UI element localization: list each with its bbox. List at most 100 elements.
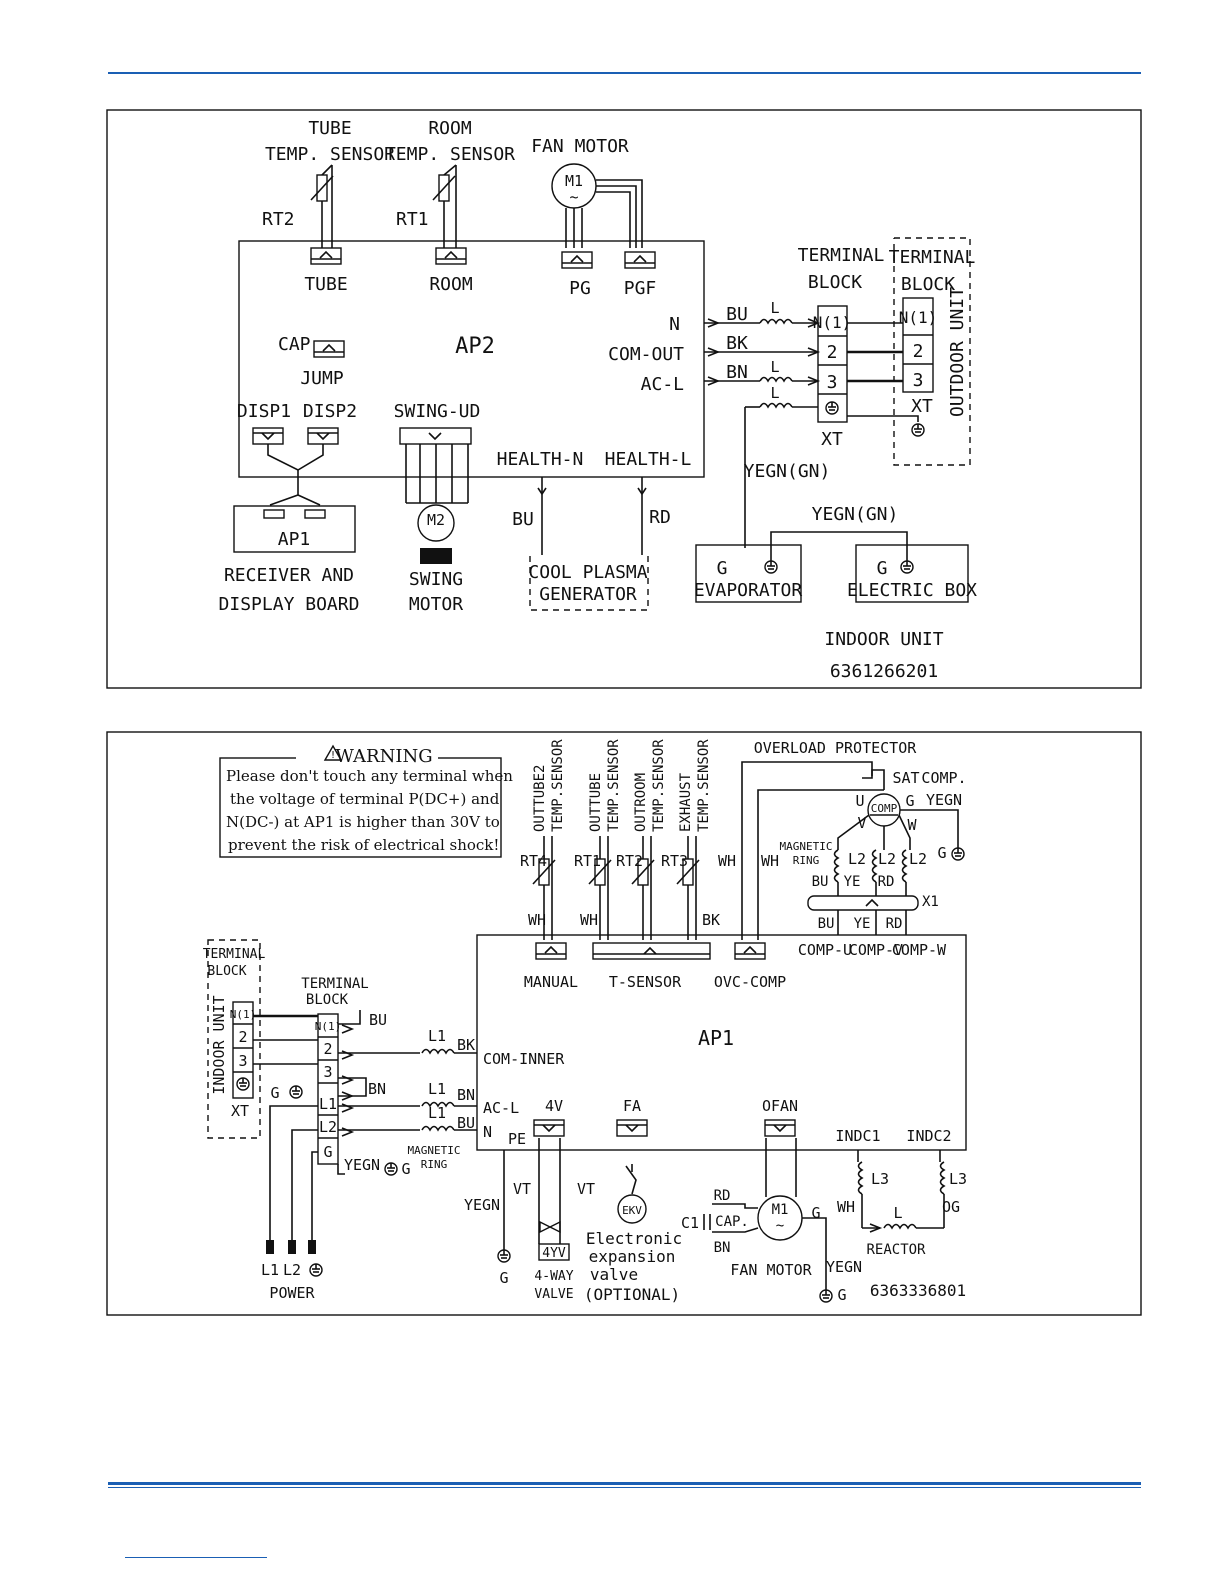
ap1-board: MANUAL T-SENSOR OVC-COMP COMP-U COMP-V C…: [476, 934, 967, 1151]
compressor: COMP U G V W G MAGNETIC RING L2 L2 L2 BU…: [780, 792, 965, 935]
svg-text:N(1): N(1): [813, 313, 852, 332]
svg-text:RT4: RT4: [520, 852, 547, 870]
electronic-expansion-valve: EKV Electronic expansion valve (OPTIONAL…: [584, 1164, 682, 1304]
svg-text:VT: VT: [513, 1180, 531, 1198]
svg-text:EVAPORATOR: EVAPORATOR: [694, 580, 803, 601]
svg-text:V: V: [857, 814, 866, 832]
svg-text:POWER: POWER: [269, 1284, 315, 1302]
svg-text:L1: L1: [428, 1080, 446, 1098]
svg-text:G: G: [837, 1286, 846, 1304]
svg-text:VALVE: VALVE: [534, 1287, 573, 1302]
svg-text:AP2: AP2: [455, 334, 495, 359]
svg-text:TEMP.SENSOR: TEMP.SENSOR: [606, 739, 622, 832]
svg-text:M2: M2: [427, 511, 445, 529]
svg-text:3: 3: [827, 372, 838, 393]
svg-text:N(1): N(1): [230, 1008, 257, 1021]
svg-text:BLOCK: BLOCK: [306, 992, 349, 1008]
header-rule: [108, 72, 1141, 74]
svg-text:YEGN: YEGN: [464, 1196, 500, 1214]
cool-plasma-generator: BU RD COOL PLASMA GENERATOR: [512, 477, 671, 611]
footer-rule: [108, 1482, 1141, 1485]
outdoor-indoor-unit-block: TERMINAL BLOCK INDOOR UNIT N(1) 2 3 XT: [203, 939, 265, 1139]
svg-text:TERMINAL: TERMINAL: [889, 247, 976, 268]
svg-text:G: G: [401, 1160, 410, 1178]
svg-text:G: G: [270, 1084, 279, 1102]
svg-text:CAP: CAP: [278, 334, 311, 355]
svg-text:3: 3: [913, 370, 924, 391]
svg-text:L1: L1: [428, 1104, 446, 1122]
svg-text:YE: YE: [844, 874, 861, 890]
outdoor-terminal-block: TERMINAL BLOCK N(1) 2 3 XT OUTDOOR UNIT: [889, 237, 976, 466]
svg-text:BLOCK: BLOCK: [207, 964, 246, 979]
svg-text:2: 2: [238, 1028, 247, 1046]
svg-text:COMP.: COMP.: [921, 769, 966, 787]
svg-text:(OPTIONAL): (OPTIONAL): [584, 1285, 680, 1304]
svg-text:YEGN: YEGN: [926, 791, 962, 809]
receiver-display-board: AP1 RECEIVER AND DISPLAY BOARD: [219, 444, 360, 615]
svg-text:WH: WH: [837, 1198, 855, 1216]
svg-text:XT: XT: [911, 396, 933, 417]
svg-text:W: W: [907, 816, 917, 834]
svg-text:2: 2: [323, 1040, 332, 1058]
svg-text:HEALTH-N: HEALTH-N: [497, 449, 584, 470]
svg-text:COMP-W: COMP-W: [892, 941, 947, 959]
svg-text:RING: RING: [421, 1158, 448, 1171]
tube-connector-label: TUBE: [304, 274, 347, 295]
svg-text:DISPLAY BOARD: DISPLAY BOARD: [219, 594, 360, 615]
svg-text:WH: WH: [761, 852, 779, 870]
svg-text:4YV: 4YV: [542, 1246, 566, 1261]
reactor: L3 WH L3 OG L REACTOR 6363336801: [837, 1150, 967, 1300]
ap2-board: AP2 CAP JUMP N COM-OUT AC-L DISP1 DISP2 …: [237, 240, 705, 478]
indoor-unit-label: INDOOR UNIT: [210, 995, 228, 1094]
svg-text:BK: BK: [726, 333, 748, 354]
svg-text:BLOCK: BLOCK: [808, 272, 862, 293]
svg-text:N: N: [483, 1123, 492, 1141]
svg-text:M1: M1: [772, 1202, 789, 1218]
svg-text:RT1: RT1: [396, 209, 429, 230]
svg-text:3: 3: [238, 1052, 247, 1070]
svg-text:L2: L2: [878, 850, 896, 868]
svg-text:AC-L: AC-L: [641, 374, 685, 395]
svg-text:OFAN: OFAN: [762, 1097, 798, 1115]
tube-sensor: TUBE TEMP. SENSOR RT2 TUBE: [262, 118, 395, 295]
svg-text:G: G: [811, 1204, 820, 1222]
svg-text:SWING-UD: SWING-UD: [394, 401, 481, 422]
svg-text:N(DC-) at AP1 is higher than 3: N(DC-) at AP1 is higher than 30V to: [226, 813, 500, 831]
svg-text:BU: BU: [457, 1114, 475, 1132]
svg-text:N(1): N(1): [899, 308, 938, 327]
ap1-label: AP1: [698, 1026, 734, 1050]
warning-box: ! WARNING Please don't touch any termina…: [219, 744, 513, 858]
svg-text:OVC-COMP: OVC-COMP: [714, 973, 786, 991]
svg-text:X1: X1: [922, 894, 939, 910]
evaporator-ground: G EVAPORATOR YEGN(GN) G ELECTRIC BOX IND…: [694, 504, 977, 682]
outdoor-fan-motor: M1 ~ RD C1 CAP. BN G YEGN G FAN MOTOR: [681, 1138, 862, 1304]
svg-text:SAT: SAT: [892, 769, 919, 787]
svg-text:YEGN(GN): YEGN(GN): [812, 504, 899, 525]
svg-text:AP1: AP1: [278, 529, 311, 550]
svg-text:4-WAY: 4-WAY: [534, 1269, 573, 1284]
svg-text:OUTTUBE2: OUTTUBE2: [532, 765, 548, 832]
indoor-diagram-code: 6361266201: [830, 661, 938, 682]
svg-text:the voltage of terminal P(DC+): the voltage of terminal P(DC+) and: [230, 790, 500, 808]
svg-text:COM-OUT: COM-OUT: [608, 344, 684, 365]
svg-text:CAP.: CAP.: [715, 1214, 749, 1230]
svg-text:YEGN: YEGN: [344, 1156, 380, 1174]
svg-text:GENERATOR: GENERATOR: [539, 584, 637, 605]
svg-text:TEMP.SENSOR: TEMP.SENSOR: [651, 739, 667, 832]
svg-text:L3: L3: [871, 1170, 889, 1188]
svg-text:SWING: SWING: [409, 569, 463, 590]
svg-text:XT: XT: [821, 429, 843, 450]
svg-text:2: 2: [827, 342, 838, 363]
svg-text:FAN MOTOR: FAN MOTOR: [531, 136, 629, 157]
svg-text:MANUAL: MANUAL: [524, 973, 578, 991]
svg-text:U: U: [855, 792, 864, 810]
svg-text:BLOCK: BLOCK: [901, 274, 955, 295]
svg-text:DISP2: DISP2: [303, 401, 357, 422]
svg-text:BU: BU: [818, 916, 835, 932]
svg-text:RD: RD: [878, 874, 895, 890]
svg-text:INDC2: INDC2: [906, 1127, 951, 1145]
room-sensor: ROOM TEMP. SENSOR RT1 ROOM: [385, 118, 515, 295]
four-way-valve: VT VT 4YV 4-WAY VALVE: [513, 1138, 595, 1302]
svg-text:2: 2: [913, 341, 924, 362]
svg-text:TERMINAL: TERMINAL: [798, 245, 885, 266]
